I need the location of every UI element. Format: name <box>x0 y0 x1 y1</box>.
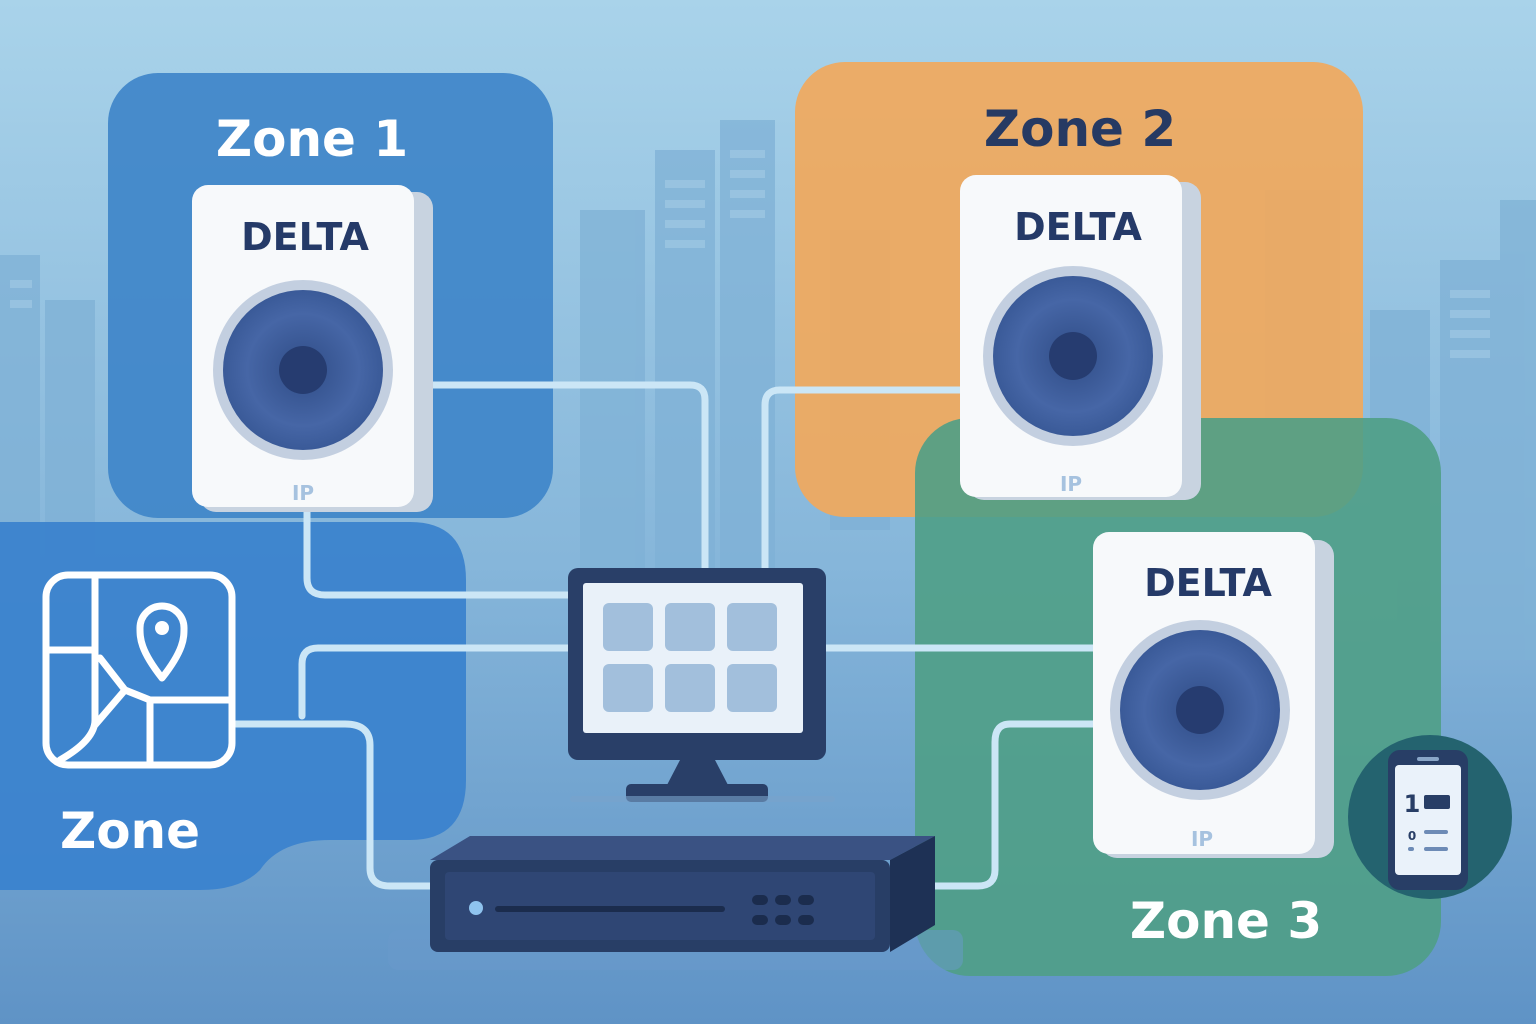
zone-map-label: Zone <box>60 802 200 860</box>
network-cables <box>232 381 1097 890</box>
network-recorder-icon[interactable] <box>388 836 963 970</box>
speaker-zone1[interactable]: DELTA IP <box>192 185 433 512</box>
speaker-zone3[interactable]: DELTA IP <box>1093 532 1334 858</box>
zone1-label: Zone 1 <box>216 110 408 168</box>
phone-digit-top: 1 <box>1404 790 1421 818</box>
speaker-zone2[interactable]: DELTA IP <box>960 175 1201 500</box>
zone2-label: Zone 2 <box>984 100 1176 158</box>
speaker-ip-tag: IP <box>1060 472 1082 496</box>
speaker-ip-tag: IP <box>1191 827 1213 851</box>
smartphone-icon[interactable]: 1 0 <box>1348 735 1512 899</box>
speaker-brand: DELTA <box>1144 561 1272 605</box>
speaker-brand: DELTA <box>1014 205 1142 249</box>
map-pin-icon[interactable] <box>42 571 236 769</box>
building-windows <box>10 150 1490 358</box>
zone3-label: Zone 3 <box>1130 892 1322 950</box>
speaker-brand: DELTA <box>241 215 369 259</box>
monitor-grid-icon[interactable] <box>568 568 835 802</box>
speaker-ip-tag: IP <box>292 481 314 505</box>
phone-digit-bottom: 0 <box>1408 829 1416 843</box>
